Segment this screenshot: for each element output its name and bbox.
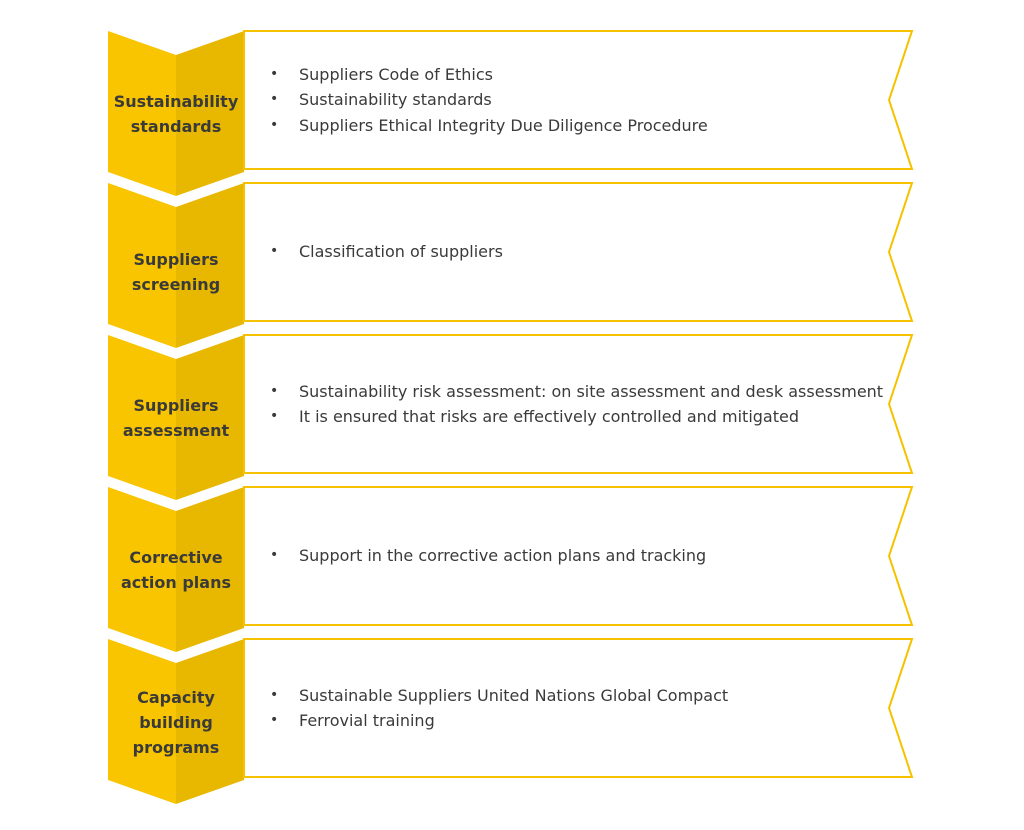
step-1-item-list: Suppliers Code of Ethics Sustainability … <box>270 31 880 169</box>
step-1-label-line-2: standards <box>130 117 222 136</box>
step-3-item-2: It is ensured that risks are effectively… <box>270 404 880 430</box>
step-3-label: Suppliers assessment <box>108 359 244 477</box>
step-4-label: Corrective action plans <box>108 511 244 629</box>
step-4-chevron-right <box>176 487 244 652</box>
step-5-label-line-1: Capacity <box>137 687 215 707</box>
step-5-chevron-right <box>176 639 244 804</box>
step-1-item-3: Suppliers Ethical Integrity Due Diligenc… <box>270 113 880 139</box>
step-3-item-list: Sustainability risk assessment: on site … <box>270 335 883 473</box>
step-4-item-1: Support in the corrective action plans a… <box>270 543 880 569</box>
step-1-chevron-right <box>176 31 244 196</box>
step-5-chevron-left <box>108 639 176 804</box>
step-4-chevron-left <box>108 487 176 652</box>
step-3-chevron-right <box>176 335 244 500</box>
step-1-item-2: Sustainability standards <box>270 87 880 113</box>
step-3-item-1: Sustainability risk assessment: on site … <box>270 379 883 405</box>
step-2-label-line-1: Suppliers <box>133 250 219 269</box>
step-3-label-line-1: Suppliers <box>133 396 219 415</box>
step-5-item-2: Ferrovial training <box>270 708 880 734</box>
step-2-label: Suppliers screening <box>108 213 244 331</box>
step-2-item-list: Classification of suppliers <box>270 183 880 321</box>
step-2-item-1: Classification of suppliers <box>270 239 880 265</box>
step-1-label: Sustainability standards <box>108 55 244 173</box>
step-2-label-line-2: screening <box>131 275 221 294</box>
step-5-label-line-2: building <box>139 712 213 732</box>
step-4-item-list: Support in the corrective action plans a… <box>270 487 880 625</box>
step-3-label-line-2: assessment <box>122 421 230 440</box>
step-3-chevron-left <box>108 335 176 500</box>
step-1-label-line-1: Sustainability <box>113 92 239 111</box>
step-5-item-1: Sustainable Suppliers United Nations Glo… <box>270 683 880 709</box>
step-5-label: Capacity building programs <box>108 663 244 781</box>
step-4-label-line-2: action plans <box>120 573 231 592</box>
step-2-chevron-right <box>176 183 244 348</box>
step-5-label-line-3: programs <box>132 737 220 757</box>
step-4-label-line-1: Corrective <box>129 548 223 567</box>
step-5-item-list: Sustainable Suppliers United Nations Glo… <box>270 639 880 777</box>
step-1-item-1: Suppliers Code of Ethics <box>270 62 880 88</box>
step-2-chevron-left <box>108 183 176 348</box>
step-1-chevron-left <box>108 31 176 196</box>
